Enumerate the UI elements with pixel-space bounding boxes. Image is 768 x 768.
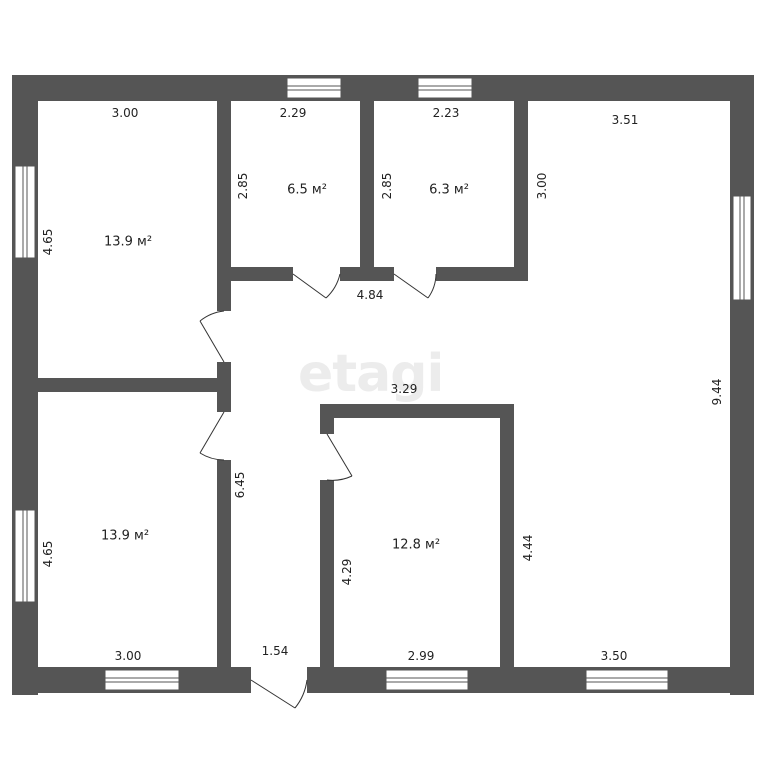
dim-hall-middle: 3.29 [390,382,418,396]
dim-bottom-corridor: 1.54 [261,644,289,658]
window-bottom-1 [104,669,180,691]
window-top-2 [417,77,473,99]
dim-bottom-center: 2.99 [407,649,435,663]
wall-center-top [320,404,514,418]
doors [199,273,437,709]
windows [14,77,752,691]
wall-small-bottom-1 [231,267,293,281]
wall-center-left-lower [320,480,334,670]
door-entrance [250,679,308,709]
room-area-small-1: 6.5 м² [287,182,327,198]
floor-openings [251,667,307,693]
dim-top-small-1: 2.29 [279,106,307,120]
door-small-room-1 [292,273,341,299]
window-bottom-3 [585,669,669,691]
window-bottom-2 [385,669,469,691]
wall-center-right [500,404,514,670]
wall-small-bottom-2 [340,267,394,281]
dim-bottom-right: 3.50 [600,649,628,663]
wall-right-partition [514,101,528,281]
window-left-1 [14,165,36,259]
door-center-room [326,433,353,481]
wall-left-horizontal [38,378,223,392]
wall-small-divider [360,101,374,281]
door-small-room-2 [393,273,437,299]
dim-top-right: 3.51 [611,113,639,127]
wall-small-bottom-3 [436,267,528,281]
wall-left-vertical-mid [217,362,231,412]
window-right [732,195,752,301]
dim-bottom-left: 3.00 [114,649,142,663]
dim-corridor-top: 4.84 [356,288,384,302]
dim-corridor-height: 6.45 [233,471,247,499]
door-left-bottom-room [199,411,225,461]
room-area-left-bottom: 13.9 м² [100,528,150,544]
dim-left-bottom: 4.65 [41,540,55,568]
window-top-1 [286,77,342,99]
watermark: etagi [298,344,444,404]
entrance-opening [251,667,307,693]
dim-left-top: 4.65 [41,228,55,256]
room-area-left-top: 13.9 м² [103,234,153,250]
dim-small-2-height: 2.85 [380,172,394,200]
wall-center-left-upper [320,404,334,434]
dim-right-height: 9.44 [710,378,724,406]
dim-small-1-height: 2.85 [236,172,250,200]
window-left-2 [14,509,36,603]
wall-left-vertical-lower [217,460,231,670]
dim-center-height: 4.29 [340,558,354,586]
door-left-top-room [199,310,225,363]
dim-right-room-upper: 3.00 [535,172,549,200]
dim-center-right: 4.44 [521,534,535,562]
room-area-center: 12.8 м² [391,537,441,553]
dim-top-left: 3.00 [111,106,139,120]
exterior-wall-right [730,75,754,695]
interior-walls [38,101,528,670]
exterior-wall-top [12,75,754,101]
dim-top-small-2: 2.23 [432,106,460,120]
room-area-small-2: 6.3 м² [429,182,469,198]
wall-left-vertical-upper [217,101,231,311]
